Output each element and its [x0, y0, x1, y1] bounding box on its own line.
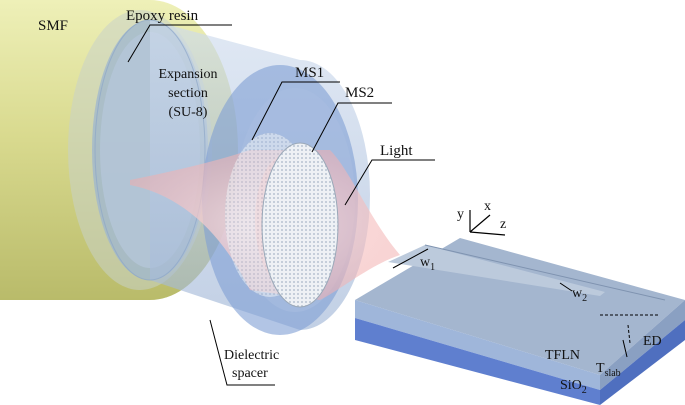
label-expansion-3: (SU-8): [169, 105, 208, 120]
label-smf: SMF: [38, 18, 68, 34]
label-ed: ED: [643, 334, 662, 349]
label-light: Light: [380, 143, 413, 159]
label-ms1: MS1: [295, 65, 324, 81]
tfln-chip: [355, 238, 685, 405]
ms2-metasurface: [262, 143, 338, 307]
label-tfln: TFLN: [545, 348, 580, 363]
label-ms2: MS2: [345, 85, 374, 101]
label-spacer: spacer: [232, 366, 268, 381]
axis-x: [470, 215, 490, 232]
axis-z: [470, 232, 505, 235]
label-expansion-2: section: [168, 86, 208, 101]
label-epoxy-resin: Epoxy resin: [126, 8, 199, 24]
label-axis-z: z: [500, 217, 506, 232]
label-axis-x: x: [484, 199, 491, 214]
label-dielectric: Dielectric: [224, 348, 279, 363]
label-expansion-1: Expansion: [158, 67, 217, 82]
label-axis-y: y: [457, 207, 464, 222]
